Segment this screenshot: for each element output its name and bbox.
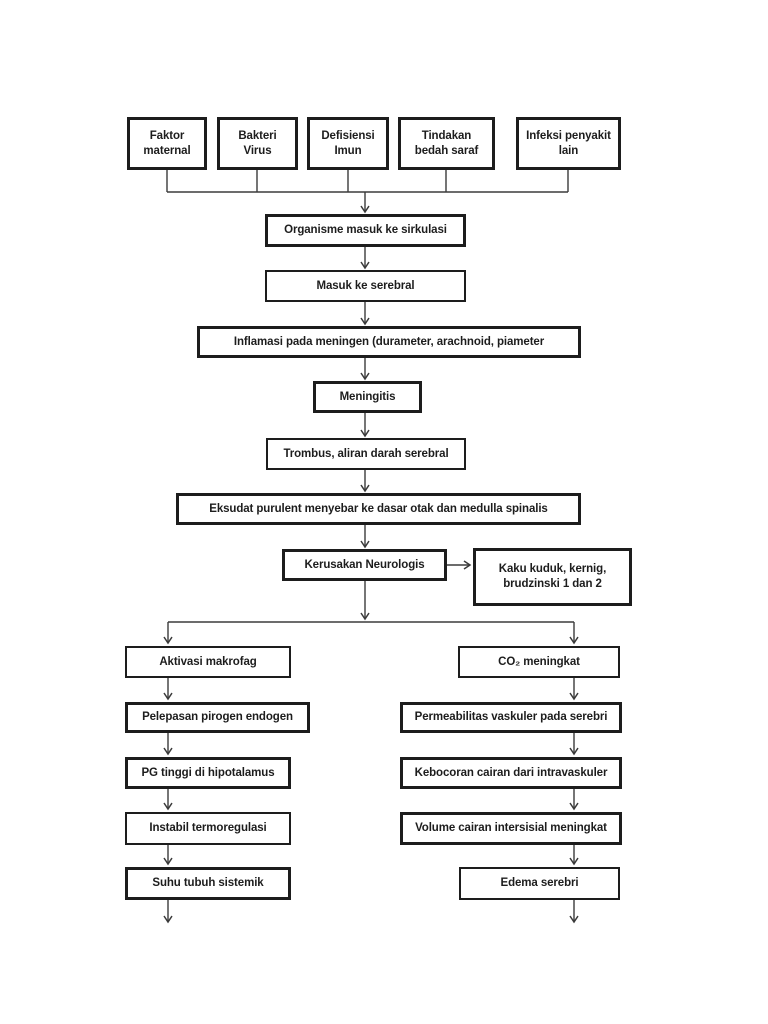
node-instabil-termoregulasi: Instabil termoregulasi [125,812,291,845]
edge-toprow-fan [166,170,569,193]
node-inflamasi-meningen: Inflamasi pada meningen (durameter, arac… [197,326,581,358]
node-co2-meningkat: CO₂ meningkat [458,646,620,678]
node-tindakan-bedah-saraf: Tindakan bedah saraf [398,117,495,170]
node-aktivasi-makrofag: Aktivasi makrofag [125,646,291,678]
node-masuk-ke-serebral: Masuk ke serebral [265,270,466,302]
node-permeabilitas-vaskuler: Permeabilitas vaskuler pada serebri [400,702,622,733]
node-infeksi-penyakit-lain: Infeksi penyakit lain [516,117,621,170]
node-edema-serebri: Edema serebri [459,867,620,900]
node-pg-tinggi-hipotalamus: PG tinggi di hipotalamus [125,757,291,789]
node-defisiensi-imun: Defisiensi Imun [307,117,389,170]
node-meningitis: Meningitis [313,381,422,413]
node-pelepasan-pirogen: Pelepasan pirogen endogen [125,702,310,733]
node-organisme-masuk-sirkulasi: Organisme masuk ke sirkulasi [265,214,466,247]
node-faktor-maternal: Faktor maternal [127,117,207,170]
node-kebocoran-cairan: Kebocoran cairan dari intravaskuler [400,757,622,789]
node-trombus: Trombus, aliran darah serebral [266,438,466,470]
node-suhu-tubuh-sistemik: Suhu tubuh sistemik [125,867,291,900]
node-kerusakan-neurologis: Kerusakan Neurologis [282,549,447,581]
node-bakteri-virus: Bakteri Virus [217,117,298,170]
node-eksudat-purulent: Eksudat purulent menyebar ke dasar otak … [176,493,581,525]
node-volume-cairan-intersisial: Volume cairan intersisial meningkat [400,812,622,845]
node-kaku-kuduk: Kaku kuduk, kernig, brudzinski 1 dan 2 [473,548,632,606]
